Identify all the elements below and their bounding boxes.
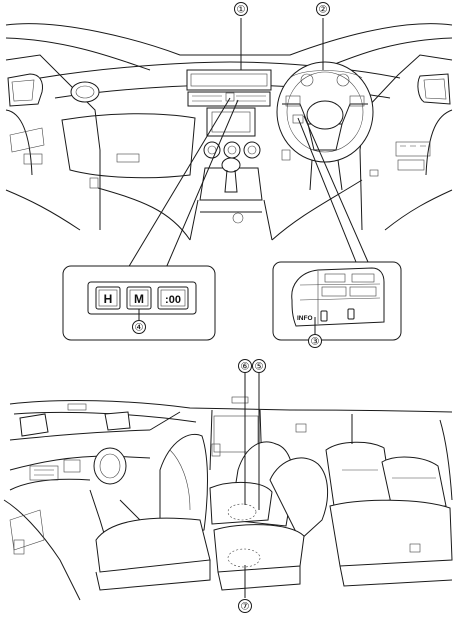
callout-2-text: ② [319, 5, 328, 16]
callout-7: ⑦ [238, 599, 252, 613]
callout-4: ④ [132, 320, 146, 334]
callout-6: ⑥ [238, 359, 252, 373]
callout-5: ⑤ [252, 359, 266, 373]
cabin-illustration [3, 396, 453, 601]
callout-7-text: ⑦ [241, 602, 250, 613]
callout-1: ① [234, 2, 248, 16]
info-label: INFO [297, 315, 313, 322]
callout-3-text: ③ [311, 337, 320, 348]
callout-2: ② [316, 2, 330, 16]
callout-6-text: ⑥ [241, 362, 250, 373]
dashboard-illustration [5, 23, 453, 241]
callout-4-text: ④ [135, 323, 144, 334]
callout-3: ③ [308, 334, 322, 348]
info-switch[interactable]: INFO [297, 315, 313, 322]
leader-lines-top [127, 18, 369, 269]
reset-button-label: :00 [165, 294, 181, 306]
steering-switch-inset: INFO [272, 261, 402, 341]
reset-button[interactable]: :00 [157, 286, 189, 310]
leader-lines-bottom [244, 373, 260, 598]
minute-button[interactable]: M [126, 286, 152, 310]
callout-1-text: ① [237, 5, 246, 16]
hour-button-label: H [104, 292, 113, 306]
callout-5-text: ⑤ [255, 362, 264, 373]
hour-button[interactable]: H [95, 286, 121, 310]
clock-panel-inset: H M :00 [62, 265, 216, 341]
minute-button-label: M [134, 292, 144, 306]
